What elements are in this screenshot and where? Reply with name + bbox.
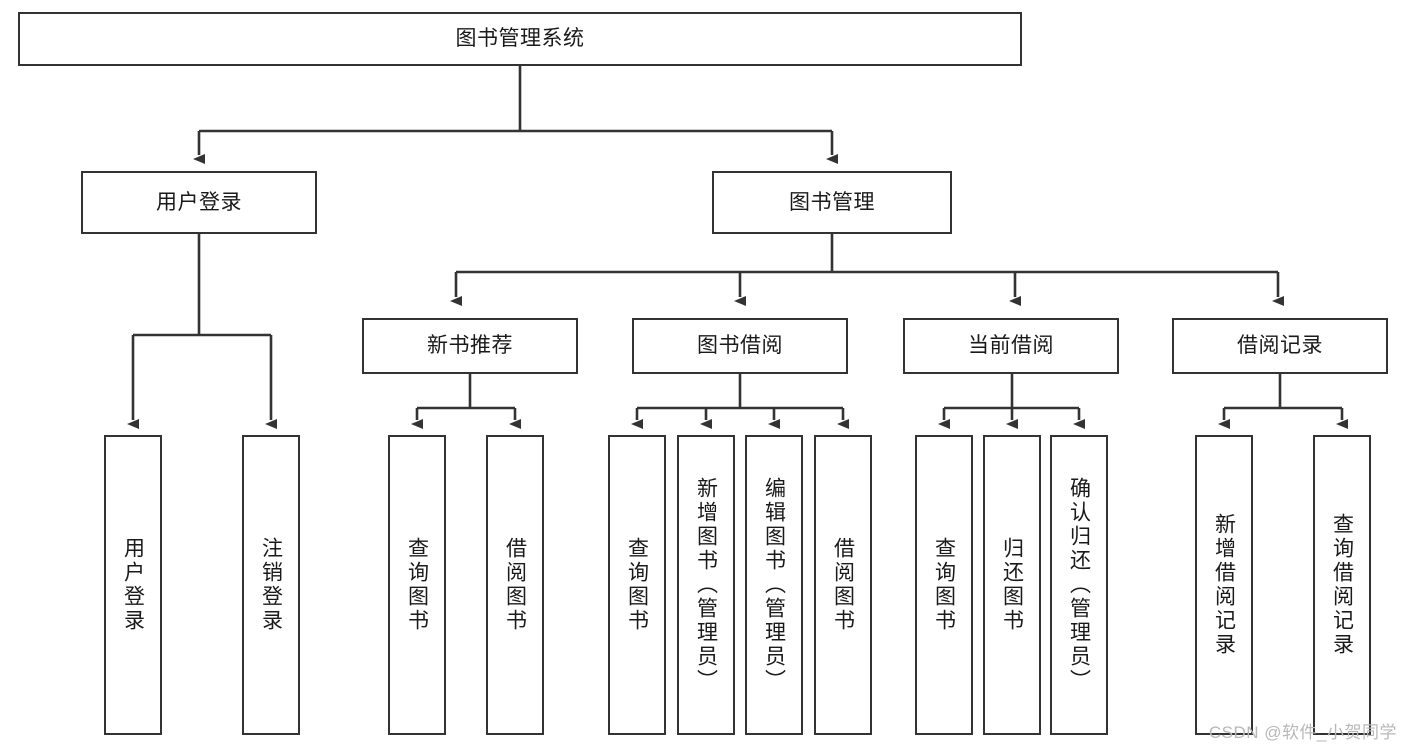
node-label: 注销登录 xyxy=(259,537,283,633)
leaf-book-borrow-add[interactable]: 新增图书（管理员） xyxy=(677,435,735,735)
node-book-management-system[interactable]: 图书管理系统 xyxy=(18,12,1022,66)
node-user-login[interactable]: 用户登录 xyxy=(81,171,317,234)
leaf-new-book-borrow[interactable]: 借阅图书 xyxy=(486,435,544,735)
node-current-borrow[interactable]: 当前借阅 xyxy=(903,318,1119,374)
leaf-borrow-record-add[interactable]: 新增借阅记录 xyxy=(1195,435,1253,735)
leaf-current-borrow-confirm-return[interactable]: 确认归还（管理员） xyxy=(1050,435,1108,735)
node-label: 借阅图书 xyxy=(831,537,855,633)
leaf-current-borrow-query[interactable]: 查询图书 xyxy=(915,435,973,735)
node-label: 归还图书 xyxy=(1000,537,1024,633)
node-label: 查询图书 xyxy=(405,537,429,633)
node-label: 用户登录 xyxy=(156,190,242,214)
leaf-current-borrow-return[interactable]: 归还图书 xyxy=(983,435,1041,735)
node-label: 新增借阅记录 xyxy=(1212,513,1236,657)
node-label: 新书推荐 xyxy=(427,334,513,358)
node-label: 借阅记录 xyxy=(1237,334,1323,358)
leaf-book-borrow-edit[interactable]: 编辑图书（管理员） xyxy=(745,435,803,735)
node-label: 用户登录 xyxy=(121,537,145,633)
leaf-book-borrow-query[interactable]: 查询图书 xyxy=(608,435,666,735)
node-label: 图书管理 xyxy=(789,190,875,214)
leaf-user-login-login[interactable]: 用户登录 xyxy=(104,435,162,735)
node-label: 查询图书 xyxy=(625,537,649,633)
leaf-new-book-query[interactable]: 查询图书 xyxy=(388,435,446,735)
node-new-book-recommend[interactable]: 新书推荐 xyxy=(362,318,578,374)
watermark-text: CSDN @软件_小贺同学 xyxy=(1208,723,1397,742)
node-label: 图书管理系统 xyxy=(455,27,585,51)
leaf-borrow-record-query[interactable]: 查询借阅记录 xyxy=(1313,435,1371,735)
node-book-borrow[interactable]: 图书借阅 xyxy=(632,318,848,374)
node-label: 图书借阅 xyxy=(697,334,783,358)
node-borrow-record[interactable]: 借阅记录 xyxy=(1172,318,1388,374)
node-label: 借阅图书 xyxy=(503,537,527,633)
leaf-book-borrow-borrow[interactable]: 借阅图书 xyxy=(814,435,872,735)
node-label: 编辑图书（管理员） xyxy=(762,477,786,693)
leaf-user-login-logout[interactable]: 注销登录 xyxy=(242,435,300,735)
node-label: 新增图书（管理员） xyxy=(694,477,718,693)
node-label: 确认归还（管理员） xyxy=(1067,477,1091,693)
node-label: 当前借阅 xyxy=(968,334,1054,358)
node-label: 查询图书 xyxy=(932,537,956,633)
node-label: 查询借阅记录 xyxy=(1330,513,1354,657)
node-book-management[interactable]: 图书管理 xyxy=(712,171,952,234)
